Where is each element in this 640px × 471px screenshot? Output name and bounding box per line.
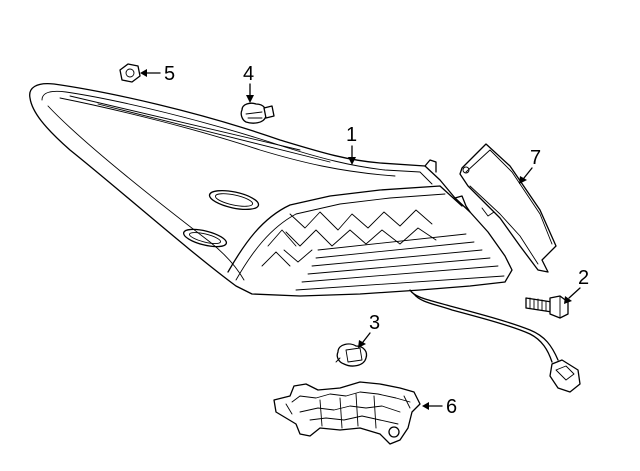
callout-4: 4: [243, 63, 254, 103]
bracket: [273, 381, 421, 445]
screw: [525, 295, 569, 319]
grommet: [240, 102, 275, 124]
push-clip: [335, 343, 368, 367]
callout-5: 5: [140, 63, 175, 85]
callout-label-2: 2: [578, 267, 589, 289]
nut: [119, 63, 141, 83]
callout-label-5: 5: [164, 63, 175, 85]
callout-label-1: 1: [346, 124, 357, 146]
callout-label-4: 4: [243, 63, 254, 85]
callout-3: 3: [358, 312, 380, 348]
callout-2: 2: [564, 267, 589, 304]
tail-lamp-assembly: [29, 82, 581, 393]
callout-7: 7: [519, 147, 541, 184]
callout-label-7: 7: [530, 147, 541, 169]
callout-label-3: 3: [369, 312, 380, 334]
callout-label-6: 6: [446, 396, 457, 418]
callout-1: 1: [346, 124, 357, 165]
callout-6: 6: [422, 396, 457, 418]
gasket-cover: [459, 143, 557, 273]
